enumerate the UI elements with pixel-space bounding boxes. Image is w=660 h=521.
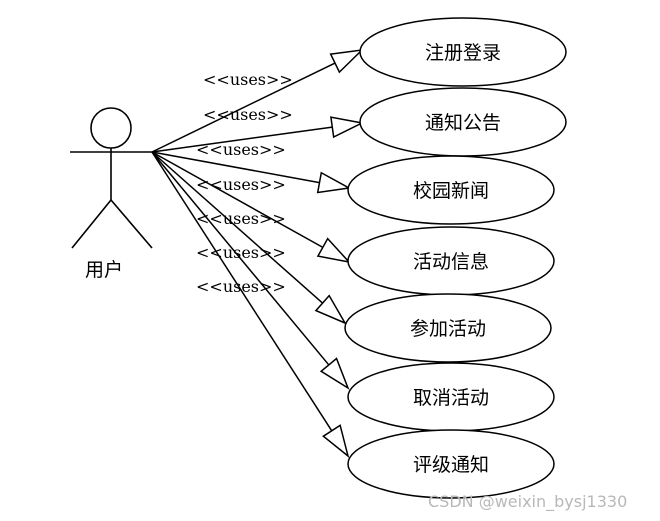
arrowhead bbox=[330, 116, 365, 139]
arrowhead bbox=[319, 357, 350, 390]
use-case-label: 校园新闻 bbox=[413, 180, 489, 202]
use-case-oval bbox=[359, 17, 567, 87]
arrowhead bbox=[329, 48, 365, 74]
use-case-label: 参加活动 bbox=[410, 318, 486, 340]
use-case-label: 注册登录 bbox=[425, 42, 501, 64]
association-line bbox=[151, 151, 324, 304]
association-links: <<uses>> <<uses>> <<uses>> <<uses>> <<uses>>… bbox=[151, 48, 365, 458]
association-line bbox=[151, 151, 324, 249]
actor-right-leg bbox=[110, 199, 153, 249]
use-case-oval bbox=[347, 155, 555, 225]
association-line bbox=[151, 62, 336, 153]
actor-left-leg bbox=[71, 199, 112, 249]
uses-stereotype-label: <<uses>> bbox=[203, 70, 293, 89]
use-case-label: 活动信息 bbox=[413, 251, 489, 273]
use-case-label: 通知公告 bbox=[425, 112, 501, 134]
uses-stereotype-label: <<uses>> bbox=[196, 175, 286, 194]
use-case-label: 取消活动 bbox=[413, 387, 489, 409]
association-line bbox=[151, 151, 320, 184]
uses-stereotype-label: <<uses>> bbox=[203, 105, 293, 124]
watermark: CSDN @weixin_bysj1330 bbox=[428, 492, 627, 512]
association-line bbox=[151, 126, 333, 153]
uses-stereotype-label: <<uses>> bbox=[196, 277, 286, 296]
actor-figure bbox=[70, 107, 153, 249]
association-line bbox=[151, 151, 330, 366]
actor-head bbox=[90, 107, 132, 149]
arrowhead bbox=[316, 237, 352, 264]
uses-stereotype-label: <<uses>> bbox=[196, 140, 286, 159]
use-case-label: 评级通知 bbox=[413, 454, 489, 476]
use-case-oval bbox=[344, 293, 552, 363]
association-line bbox=[151, 151, 333, 432]
uses-stereotype-label: <<uses>> bbox=[196, 243, 286, 262]
arrowhead bbox=[322, 424, 350, 458]
use-case-oval bbox=[347, 429, 555, 499]
actor-label: 用户 bbox=[85, 259, 123, 281]
uses-stereotype-label: <<uses>> bbox=[196, 209, 286, 228]
arrowhead bbox=[316, 171, 352, 194]
arrowhead bbox=[314, 294, 347, 325]
